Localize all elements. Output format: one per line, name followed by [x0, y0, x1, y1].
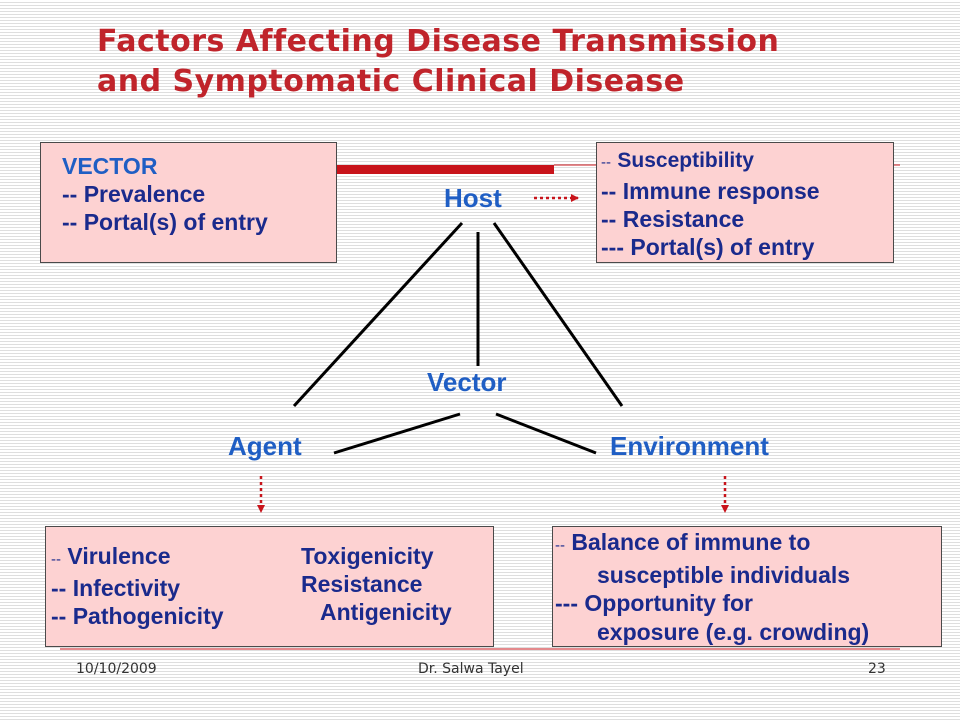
- environment-box-item: --- Opportunity for: [555, 589, 941, 618]
- environment-factors-box: -- Balance of immune to susceptible indi…: [552, 526, 942, 647]
- environment-box-item: -- Balance of immune to: [555, 528, 941, 561]
- environment-box-prefix: ---: [555, 590, 578, 616]
- host-box-text: Portal(s) of entry: [630, 234, 815, 260]
- slide-title: Factors Affecting Disease Transmission a…: [97, 22, 917, 102]
- vector-environment-line: [495, 412, 597, 455]
- vector-box-item: -- Portal(s) of entry: [62, 209, 268, 235]
- host-box-item: --- Portal(s) of entry: [601, 233, 893, 261]
- environment-box-prefix: --: [555, 537, 565, 554]
- environment-box-item: exposure (e.g. crowding): [555, 618, 941, 647]
- host-box-text: Immune response: [622, 178, 820, 204]
- node-agent: Agent: [228, 431, 302, 461]
- agent-box-prefix: --: [51, 575, 67, 601]
- host-box-item: -- Susceptibility: [601, 145, 893, 177]
- host-box-text: Susceptibility: [617, 149, 754, 172]
- footer-page-number: 23: [868, 661, 886, 677]
- environment-box-text: Opportunity for: [584, 590, 754, 616]
- agent-box-text: Virulence: [67, 543, 171, 569]
- node-vector: Vector: [427, 367, 507, 397]
- host-agent-line: [292, 221, 464, 408]
- vector-box-heading: VECTOR: [62, 153, 158, 179]
- accent-bar: [336, 165, 554, 174]
- host-box-prefix: --: [601, 206, 617, 232]
- node-environment: Environment: [610, 431, 769, 461]
- host-box-prefix: ---: [601, 234, 624, 260]
- agent-col-1: -- Virulence -- Infectivity -- Pathogeni…: [51, 542, 224, 630]
- agent-box-item: Toxigenicity: [301, 543, 434, 569]
- environment-box-text: exposure (e.g. crowding): [597, 618, 870, 645]
- agent-box-item: Antigenicity: [320, 599, 452, 625]
- title-line-2: and Symptomatic Clinical Disease: [97, 64, 685, 99]
- host-box-prefix: --: [601, 154, 611, 171]
- agent-box-item: -- Virulence: [51, 542, 224, 574]
- host-factors-box: -- Susceptibility -- Immune response -- …: [596, 142, 894, 263]
- vector-box-item: -- Prevalence: [62, 181, 206, 207]
- host-box-text: Resistance: [622, 206, 745, 232]
- host-box-item: -- Resistance: [601, 205, 893, 233]
- agent-box-text: Pathogenicity: [72, 603, 224, 629]
- environment-box-text: Balance of immune to: [571, 529, 811, 555]
- agent-box-item: -- Infectivity: [51, 574, 224, 602]
- agent-box-prefix: --: [51, 603, 67, 629]
- footer-date: 10/10/2009: [76, 661, 157, 677]
- agent-box-prefix: --: [51, 551, 61, 568]
- node-host: Host: [444, 183, 502, 213]
- environment-box-item: susceptible individuals: [555, 561, 941, 590]
- host-environment-line: [492, 222, 624, 407]
- vector-agent-line: [333, 412, 461, 455]
- agent-box-item: -- Pathogenicity: [51, 602, 224, 630]
- title-line-1: Factors Affecting Disease Transmission: [97, 24, 780, 59]
- agent-factors-box: -- Virulence -- Infectivity -- Pathogeni…: [45, 526, 494, 647]
- agent-col-2: Toxigenicity Resistance Antigenicity: [301, 542, 452, 626]
- footer-author: Dr. Salwa Tayel: [418, 661, 524, 677]
- agent-box-item: Resistance: [301, 571, 423, 597]
- host-box-item: -- Immune response: [601, 177, 893, 205]
- vector-factors-box: VECTOR -- Prevalence -- Portal(s) of ent…: [40, 142, 337, 263]
- environment-box-text: susceptible individuals: [597, 561, 851, 588]
- agent-box-text: Infectivity: [72, 575, 181, 601]
- host-box-prefix: --: [601, 178, 617, 204]
